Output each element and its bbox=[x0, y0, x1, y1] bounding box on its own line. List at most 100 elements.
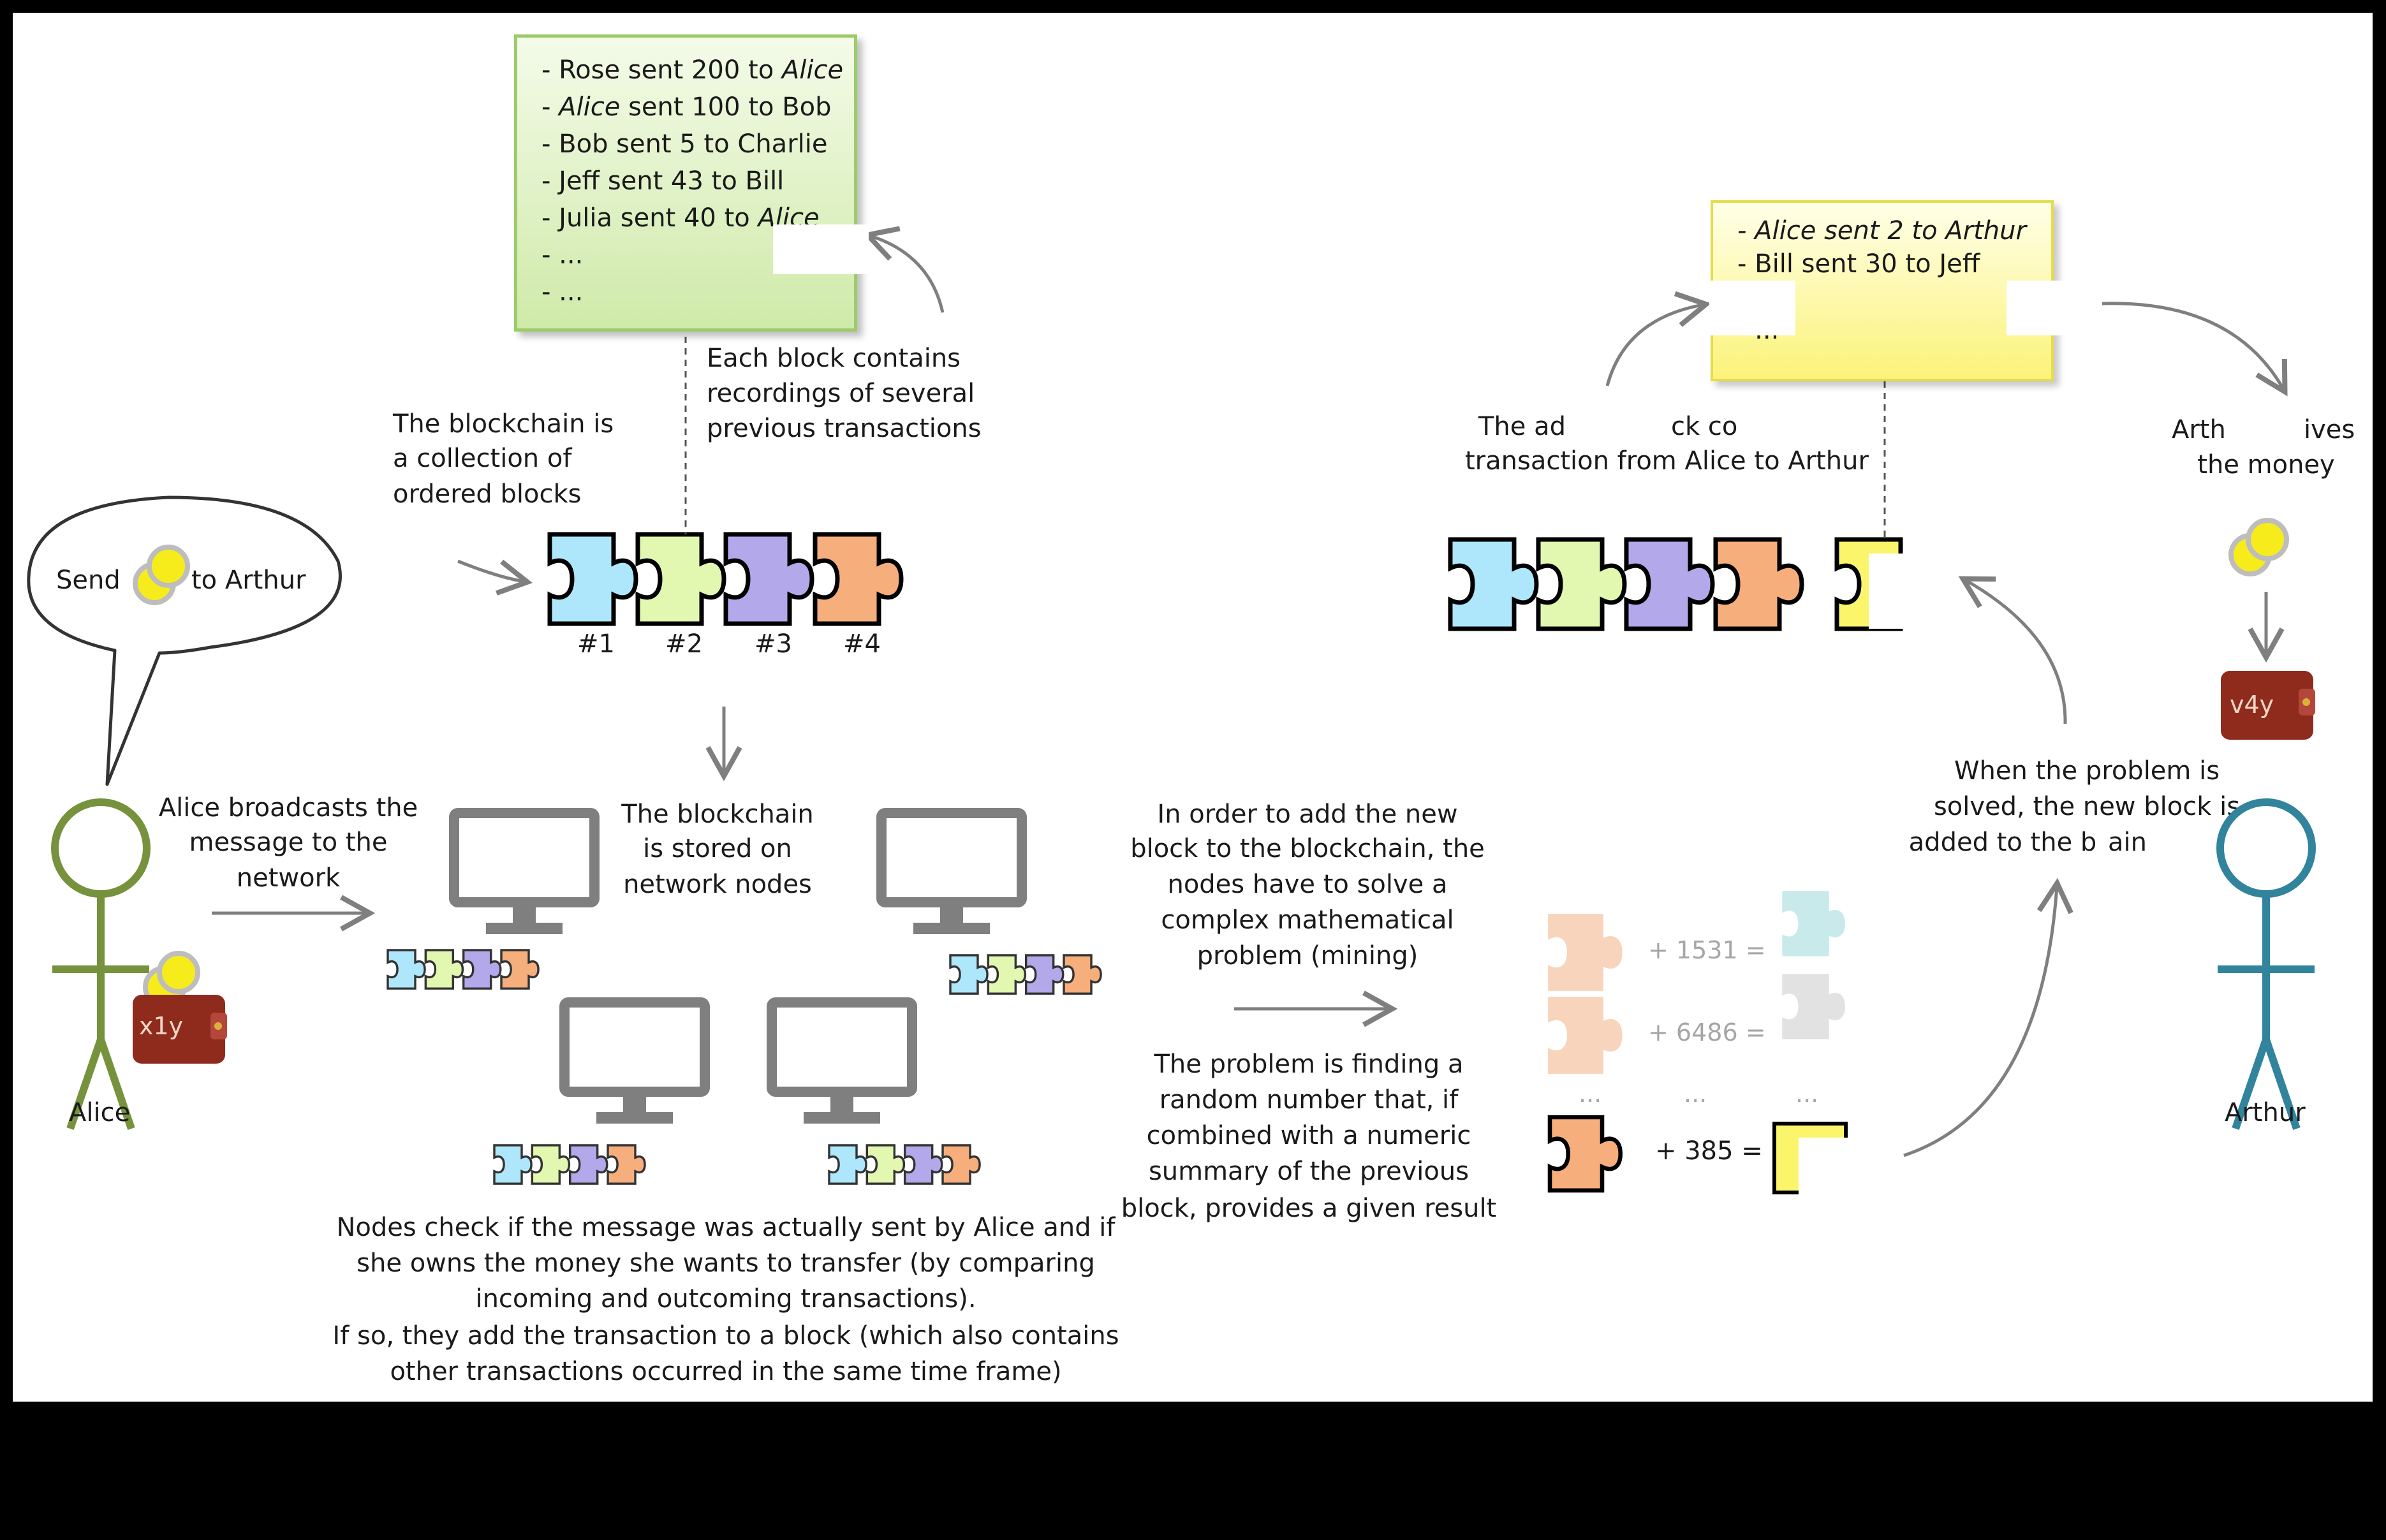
network-node-4 bbox=[772, 1002, 981, 1185]
solved-arrow bbox=[1903, 877, 2073, 1157]
svg-text:nodes have to solve a: nodes have to solve a bbox=[1167, 870, 1447, 899]
in-order-text: In order to add the new block to the blo… bbox=[1130, 800, 1485, 971]
block-2 bbox=[638, 534, 724, 624]
block-4 bbox=[815, 534, 901, 624]
svg-text:network: network bbox=[237, 863, 341, 893]
added-block-arrow bbox=[1605, 291, 1712, 386]
occlusion-patch bbox=[1799, 1138, 1850, 1195]
svg-text:recordings of several: recordings of several bbox=[707, 379, 975, 408]
arthur-coins-icon bbox=[2228, 518, 2289, 576]
svg-text:network nodes: network nodes bbox=[623, 870, 812, 899]
arthur-figure-icon bbox=[2218, 802, 2315, 1129]
svg-text:If so, they add the transactio: If so, they add the transaction to a blo… bbox=[332, 1321, 1119, 1351]
svg-text:the money: the money bbox=[2197, 450, 2334, 480]
block-3 bbox=[726, 534, 812, 624]
svg-text:ives: ives bbox=[2304, 415, 2355, 444]
svg-text:The problem is finding a: The problem is finding a bbox=[1153, 1050, 1463, 1079]
svg-text:In order to add the new: In order to add the new bbox=[1157, 800, 1457, 829]
arthur-name: Arthur bbox=[2225, 1098, 2306, 1127]
each-block-label: Each block contains recordings of severa… bbox=[707, 344, 982, 443]
speech-to-arthur-text: to Arthur bbox=[191, 566, 306, 595]
svg-text:#2: #2 bbox=[665, 629, 703, 659]
monitor-icon bbox=[454, 813, 594, 934]
each-block-arrow bbox=[862, 226, 945, 313]
arthur-wallet-icon bbox=[2221, 671, 2315, 740]
occlusion-patch bbox=[1709, 281, 1795, 335]
collection-arrow bbox=[457, 559, 533, 596]
speech-send-text: Send bbox=[56, 566, 121, 595]
svg-text:block to the blockchain, the: block to the blockchain, the bbox=[1130, 834, 1485, 863]
network-node-2 bbox=[881, 813, 1102, 995]
arthur-receives-label: Arth ives the money bbox=[2172, 415, 2355, 480]
transaction-line: - Jeff sent 43 to Bill bbox=[541, 166, 784, 196]
block-numbers: #1 #2 #3 #4 bbox=[577, 629, 881, 659]
alice-wallet-icon bbox=[133, 951, 227, 1064]
svg-text:The ad: The ad bbox=[1478, 412, 1566, 441]
svg-text:is stored on: is stored on bbox=[643, 834, 792, 863]
svg-text:ck co: ck co bbox=[1671, 412, 1737, 441]
transaction-line: - Bill sent 30 to Jeff bbox=[1737, 249, 1980, 279]
transactions-note-yellow: - Alice sent 2 to Arthur - Bill sent 30 … bbox=[1711, 200, 2054, 381]
coins-icon bbox=[133, 545, 190, 605]
network-node-1 bbox=[387, 813, 594, 990]
alice-figure-icon bbox=[52, 802, 149, 1129]
monitor-icon bbox=[881, 813, 1022, 934]
svg-text:message to the: message to the bbox=[189, 828, 388, 857]
transaction-line: - ... bbox=[541, 277, 584, 307]
svg-text:previous transactions: previous transactions bbox=[707, 414, 982, 443]
network-node-3 bbox=[493, 1002, 705, 1185]
solved-label: When the problem is solved, the new bloc… bbox=[1909, 756, 2240, 857]
svg-text:Alice broadcasts the: Alice broadcasts the bbox=[159, 793, 418, 823]
svg-text:other transactions occurred in: other transactions occurred in the same … bbox=[390, 1357, 1061, 1386]
arthur-wallet-address: v4y bbox=[2230, 691, 2274, 719]
svg-text:+ 1531 =: + 1531 = bbox=[1648, 936, 1766, 964]
arthur-receives-arrow bbox=[2101, 302, 2288, 397]
svg-text:...: ... bbox=[1684, 1080, 1707, 1108]
svg-text:complex mathematical: complex mathematical bbox=[1161, 906, 1454, 935]
monitor-icon bbox=[564, 1002, 705, 1124]
alice-name: Alice bbox=[69, 1098, 130, 1127]
alice-wallet-address: x1y bbox=[139, 1012, 183, 1040]
broadcast-label: Alice broadcasts the message to the netw… bbox=[159, 793, 418, 893]
occlusion-patch bbox=[773, 224, 869, 274]
transaction-line: - Alice sent 2 to Arthur bbox=[1737, 216, 2026, 246]
transactions-list: - Alice sent 2 to Arthur - Bill sent 30 … bbox=[1737, 214, 2051, 347]
transactions-list: - Rose sent 200 to Alice - Alice sent 10… bbox=[541, 52, 854, 311]
transaction-line: - Julia sent 40 to Alice bbox=[541, 203, 820, 233]
svg-text:The blockchain: The blockchain bbox=[621, 800, 814, 829]
stored-label: The blockchain is stored on network node… bbox=[621, 800, 814, 899]
svg-text:a collection of: a collection of bbox=[393, 444, 572, 473]
svg-text:The blockchain is: The blockchain is bbox=[392, 409, 614, 439]
svg-text:summary of the previous: summary of the previous bbox=[1149, 1157, 1469, 1186]
blockchain-blocks bbox=[550, 534, 901, 624]
speech-bubble: Send to Arthur bbox=[27, 495, 342, 786]
transactions-note-green: - Rose sent 200 to Alice - Alice sent 10… bbox=[514, 34, 857, 332]
added-block-label: The ad ck co transaction from Alice to A… bbox=[1465, 412, 1869, 476]
svg-text:Nodes check if the message was: Nodes check if the message was actually … bbox=[336, 1213, 1116, 1242]
svg-text:block, provides a given result: block, provides a given result bbox=[1121, 1194, 1497, 1223]
transaction-line: - Rose sent 200 to Alice bbox=[541, 55, 844, 85]
collection-label: The blockchain is a collection of ordere… bbox=[392, 409, 614, 509]
transaction-line: - Alice sent 100 to Bob bbox=[541, 92, 832, 122]
transaction-line: - ... bbox=[541, 240, 584, 270]
svg-text:problem (mining): problem (mining) bbox=[1197, 941, 1418, 971]
occlusion-patch bbox=[2007, 281, 2102, 335]
block-1 bbox=[550, 534, 636, 624]
svg-text:+ 385 =: + 385 = bbox=[1655, 1136, 1763, 1166]
svg-text:ain: ain bbox=[2108, 828, 2147, 857]
occlusion-patch bbox=[1869, 554, 1936, 629]
svg-text:#3: #3 bbox=[755, 629, 792, 659]
svg-text:#1: #1 bbox=[577, 629, 615, 659]
svg-text:incoming and outcoming transac: incoming and outcoming transactions). bbox=[475, 1284, 976, 1314]
svg-text:transaction from Alice to Arth: transaction from Alice to Arthur bbox=[1465, 446, 1869, 476]
solved-up-arrow bbox=[1958, 576, 2067, 724]
nodes-check-text: Nodes check if the message was actually … bbox=[332, 1213, 1119, 1386]
problem-text: The problem is finding a random number t… bbox=[1121, 1050, 1497, 1223]
svg-text:Each block contains: Each block contains bbox=[707, 344, 961, 373]
new-blockchain-blocks bbox=[1450, 539, 1923, 629]
svg-text:...: ... bbox=[1579, 1080, 1602, 1108]
svg-text:combined with a numeric: combined with a numeric bbox=[1147, 1121, 1471, 1150]
svg-text:ordered blocks: ordered blocks bbox=[393, 480, 581, 509]
svg-text:she owns the money she wants t: she owns the money she wants to transfer… bbox=[357, 1249, 1095, 1278]
